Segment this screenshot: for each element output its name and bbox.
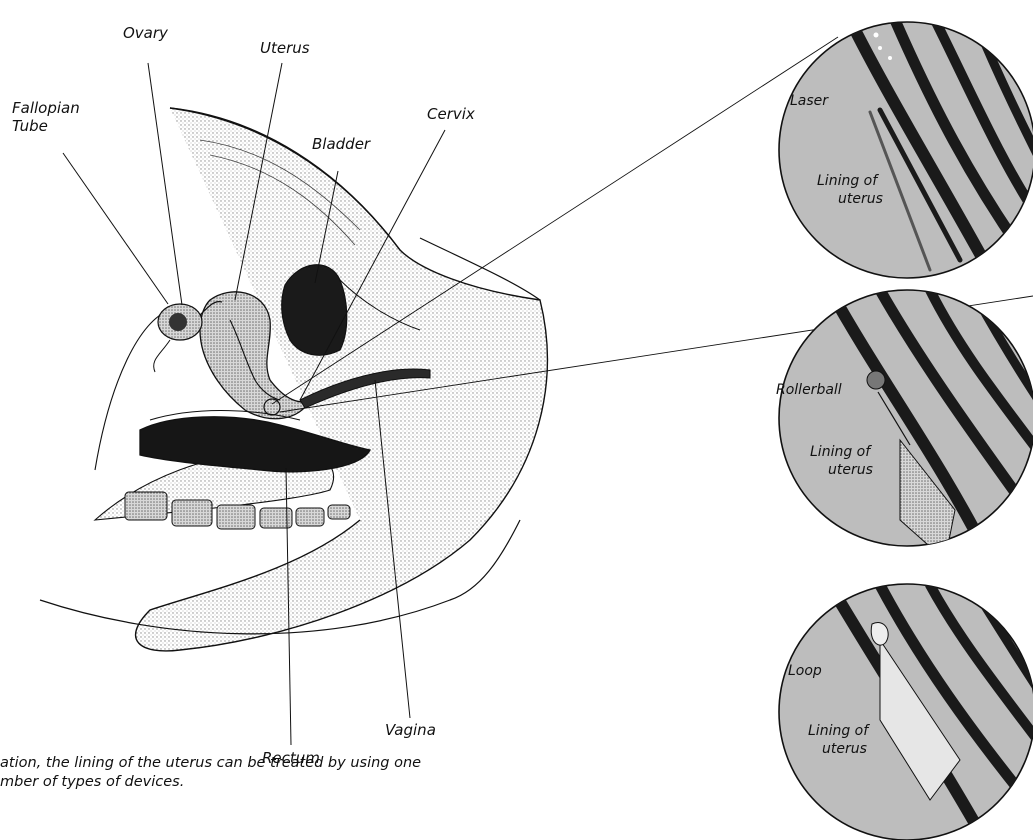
inset-label-rollerball: Rollerball xyxy=(776,382,842,399)
bladder-shape xyxy=(282,265,347,355)
label-uterus: Uterus xyxy=(260,40,310,57)
inset-label-lining-2a: Lining of xyxy=(810,444,870,461)
pelvis-body xyxy=(40,108,547,651)
inset-label-lining-3a: Lining of xyxy=(808,723,868,740)
label-bladder: Bladder xyxy=(312,136,370,153)
label-vagina: Vagina xyxy=(385,722,436,739)
caption-line-1: ation, the lining of the uterus can be t… xyxy=(0,754,421,773)
inset-label-lining-3b: uterus xyxy=(822,741,867,758)
leader-fallopian xyxy=(63,153,168,304)
inset-rollerball xyxy=(779,290,1033,560)
caption-line-2: mber of types of devices. xyxy=(0,773,421,792)
label-cervix: Cervix xyxy=(427,106,475,123)
label-ovary: Ovary xyxy=(123,25,168,42)
inset-loop xyxy=(779,584,1033,840)
inset-laser xyxy=(779,20,1033,290)
inset-label-loop: Loop xyxy=(788,663,822,680)
label-fallopian-1: Fallopian xyxy=(12,100,80,117)
leader-ovary xyxy=(148,63,182,305)
label-fallopian-2: Tube xyxy=(12,118,48,135)
inset-label-lining-1b: uterus xyxy=(838,191,883,208)
inset-label-laser: Laser xyxy=(790,93,828,110)
inset-label-lining-1a: Lining of xyxy=(817,173,877,190)
figure-caption: ation, the lining of the uterus can be t… xyxy=(0,754,421,792)
inset-label-lining-2b: uterus xyxy=(828,462,873,479)
